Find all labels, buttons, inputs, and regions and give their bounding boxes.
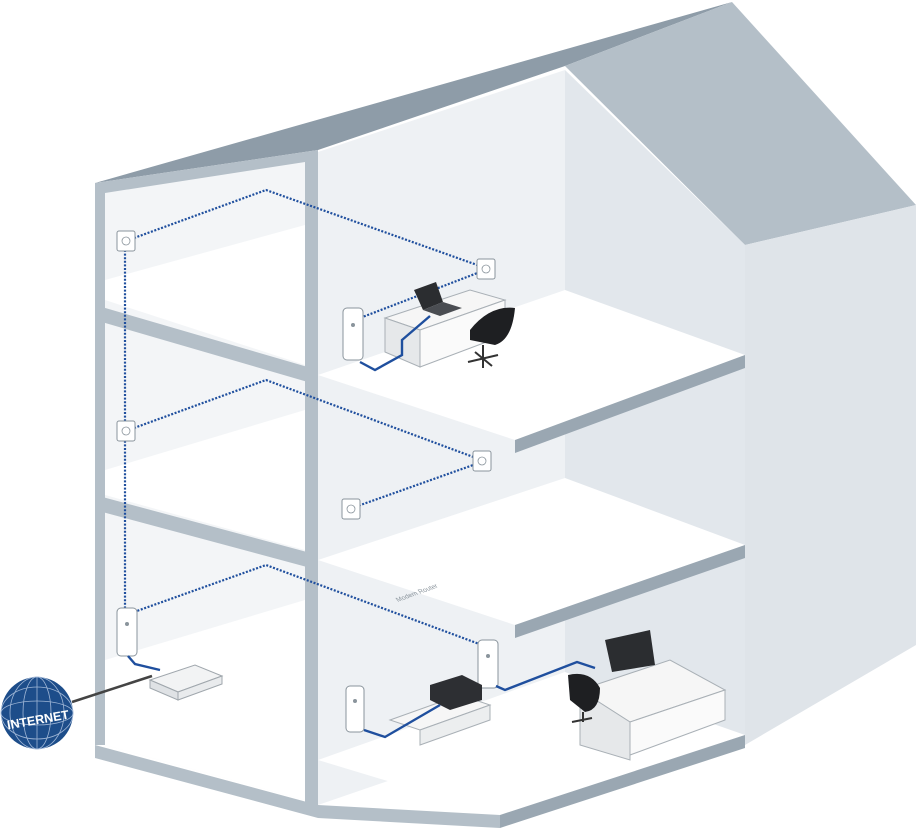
wall-socket-icon — [476, 258, 496, 280]
powerline-middle — [133, 378, 477, 460]
office-chair-icon — [467, 307, 515, 368]
powerline-adapter-icon — [116, 607, 138, 657]
printer-icon — [430, 675, 482, 710]
office-chair-icon — [568, 673, 600, 723]
modem-router — [148, 664, 224, 701]
powerline-middle-drop — [351, 462, 477, 510]
office-ethernet-cable — [495, 660, 596, 692]
gable-side — [565, 2, 916, 245]
attic-floor-edge — [515, 355, 745, 453]
laptop-icon — [414, 282, 443, 310]
roof — [95, 2, 732, 183]
internet-cable — [71, 674, 153, 704]
printer-ethernet-cable — [363, 703, 441, 739]
right-back-wall — [318, 70, 565, 805]
left-outer-wall — [95, 183, 105, 745]
left-floor-ground — [105, 600, 305, 800]
globe-icon — [0, 676, 74, 750]
ground-floor-edge — [500, 735, 745, 828]
monitor-icon — [605, 630, 655, 672]
middle-wall — [305, 150, 318, 810]
powerline-adapter-icon — [345, 685, 365, 733]
slab-2 — [95, 495, 318, 570]
slab-1 — [95, 305, 318, 385]
powerline-adapter-icon — [477, 639, 499, 689]
printer-desk-side — [419, 704, 491, 746]
powerline-adapter-icon — [342, 307, 364, 361]
left-floor-top — [105, 225, 305, 365]
adapter-router-cable — [127, 655, 161, 672]
powerline-top — [133, 188, 481, 268]
attic-ethernet-cable — [359, 315, 431, 372]
wall-socket-icon — [341, 498, 361, 520]
wall-socket-icon — [472, 450, 492, 472]
wall-socket-icon — [116, 230, 136, 252]
side-wall — [745, 205, 916, 745]
attic-floor — [318, 290, 745, 440]
ground-slab — [95, 745, 500, 828]
wall-socket-icon — [116, 420, 136, 442]
middle-floor — [318, 478, 745, 625]
middle-floor-edge — [515, 545, 745, 638]
top-left-eave — [95, 150, 318, 193]
left-floor-mid — [105, 410, 305, 550]
laptop-base — [423, 302, 462, 316]
